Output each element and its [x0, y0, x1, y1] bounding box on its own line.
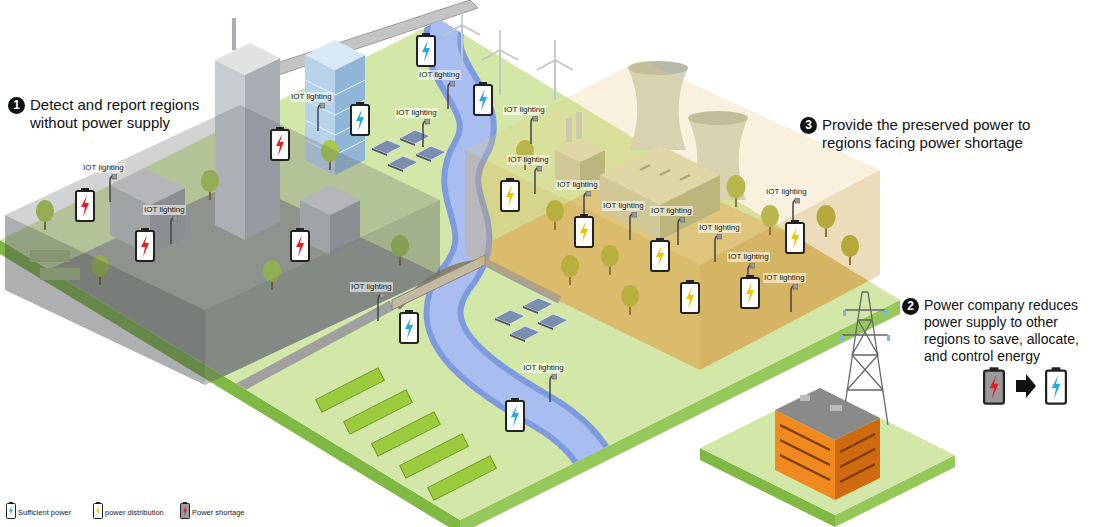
- power-distribution-region: [465, 60, 880, 370]
- callout-number: 2: [902, 298, 919, 315]
- device-label: IOT lighting: [765, 187, 808, 197]
- device-label: IOT lighting: [82, 163, 125, 173]
- step-description: Power company reduces power supply to ot…: [924, 297, 1106, 365]
- device-label: IOT lighting: [418, 70, 461, 80]
- battery-transfer-arrow: [984, 367, 1066, 403]
- device-label: IOT lighting: [602, 201, 645, 211]
- step-description: Detect and report regions without power …: [30, 96, 230, 132]
- iot-street-lights: [110, 81, 800, 402]
- device-label: IOT lighting: [290, 92, 333, 102]
- device-label: IOT lighting: [350, 282, 393, 292]
- device-label: IOT lighting: [698, 223, 741, 233]
- device-label: IOT lighting: [727, 252, 770, 262]
- legend-text: Power shortage: [192, 508, 245, 518]
- wind-turbines: [444, 5, 573, 100]
- device-label: IOT lighting: [395, 108, 438, 118]
- device-label: IOT lighting: [503, 105, 546, 115]
- callout-number: 3: [800, 117, 817, 134]
- step-description: Provide the preserved power to regions f…: [822, 116, 1047, 152]
- power-company: [700, 292, 955, 527]
- device-label: IOT lighting: [556, 180, 599, 190]
- device-label: IOT lighting: [522, 363, 565, 373]
- legend-icons: [7, 502, 190, 519]
- no-power-region: [5, 105, 440, 385]
- device-label: IOT lighting: [650, 206, 693, 216]
- device-label: IOT lighting: [763, 273, 806, 283]
- callout-number: 1: [8, 97, 25, 114]
- battery-icons: [76, 33, 804, 431]
- legend-text: Sufficient power: [18, 508, 71, 518]
- legend-text: power distribution: [105, 508, 164, 518]
- device-label: IOT lighting: [143, 205, 186, 215]
- device-label: IOT lighting: [507, 155, 550, 165]
- hedge-rows: [316, 368, 497, 500]
